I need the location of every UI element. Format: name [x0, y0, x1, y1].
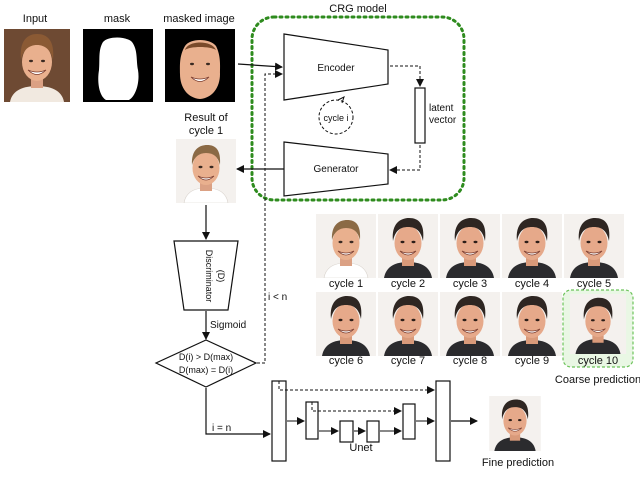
mask-label: mask	[104, 13, 131, 25]
crg-model-box	[250, 15, 466, 202]
cycle-image-7	[378, 292, 438, 356]
cycle-label-6: cycle 6	[329, 355, 363, 367]
cycle-row-2-labels: cycle 6 cycle 7 cycle 8 cycle 9 cycle 10	[329, 355, 618, 367]
arrow-masked-to-encoder	[237, 62, 283, 71]
fine-prediction-label: Fine prediction	[482, 457, 554, 469]
arrow-loop-back-to-encoder	[257, 70, 283, 364]
cycle-label-5: cycle 5	[577, 278, 611, 290]
result-label-line1: Result of	[184, 112, 228, 124]
unet-enc-3	[339, 420, 354, 443]
cycle-image-9	[502, 292, 562, 356]
masked-image	[165, 29, 235, 102]
cycle-image-6	[316, 292, 376, 356]
cycle-label-2: cycle 2	[391, 278, 425, 290]
discriminator-block	[173, 240, 239, 311]
cycle-label-7: cycle 7	[391, 355, 425, 367]
cycle-image-2	[378, 214, 438, 278]
arrow-encoder-to-latent	[390, 65, 424, 87]
cycle-i-label: cycle i	[323, 113, 348, 123]
cycle-row-1-labels: cycle 1 cycle 2 cycle 3 cycle 4 cycle 5	[329, 278, 611, 290]
unet-dec-3	[366, 420, 380, 443]
cycle-image-10	[569, 294, 627, 354]
cycle-label-1: cycle 1	[329, 278, 363, 290]
decision-line2: D(max) = D(i)	[179, 365, 233, 375]
latent-label-line1: latent	[429, 103, 454, 114]
result-label-line2: cycle 1	[189, 125, 223, 137]
mask-image	[83, 29, 153, 102]
unet-label: Unet	[349, 442, 372, 454]
arrow-latent-to-generator	[389, 145, 421, 174]
decision-line1: D(i) > D(max)	[179, 352, 233, 362]
generator-label: Generator	[313, 164, 359, 175]
crg-model-title: CRG model	[329, 3, 386, 15]
unet-enc-1	[271, 380, 287, 462]
cycle-label-9: cycle 9	[515, 355, 549, 367]
cycle-row-2	[316, 292, 627, 356]
latent-label-line2: vector	[429, 115, 457, 126]
cycle-image-5	[564, 214, 624, 278]
coarse-prediction-label: Coarse prediction	[555, 374, 640, 386]
cycle-row-1	[316, 214, 624, 278]
generator-block	[283, 141, 389, 197]
latent-vector-bar	[414, 87, 426, 144]
masked-image-label: masked image	[163, 13, 235, 25]
cycle-image-3	[440, 214, 500, 278]
unet-dec-2	[402, 403, 416, 440]
cycle-loop-icon	[318, 96, 354, 135]
result-cycle1-image	[176, 139, 236, 203]
cycle-label-4: cycle 4	[515, 278, 549, 290]
input-image	[4, 29, 70, 102]
cycle-image-1	[316, 214, 376, 278]
discriminator-sublabel: (D)	[216, 270, 226, 283]
arrow-decision-to-unet	[205, 388, 271, 438]
i-equals-n-label: i = n	[212, 423, 231, 434]
unet-connections	[278, 381, 478, 435]
unet-dec-1	[435, 380, 451, 462]
decision-diamond	[154, 339, 258, 388]
cycle-image-4	[502, 214, 562, 278]
cycle-label-3: cycle 3	[453, 278, 487, 290]
discriminator-label: Discriminator	[204, 250, 214, 303]
fine-prediction-image	[488, 396, 542, 451]
sigmoid-label: Sigmoid	[210, 320, 246, 331]
encoder-label: Encoder	[317, 63, 355, 74]
input-label: Input	[23, 13, 47, 25]
cycle-label-8: cycle 8	[453, 355, 487, 367]
encoder-block	[283, 33, 389, 101]
cycle-label-10: cycle 10	[578, 355, 618, 367]
i-less-n-label: i < n	[268, 292, 287, 303]
cycle-image-8	[440, 292, 500, 356]
